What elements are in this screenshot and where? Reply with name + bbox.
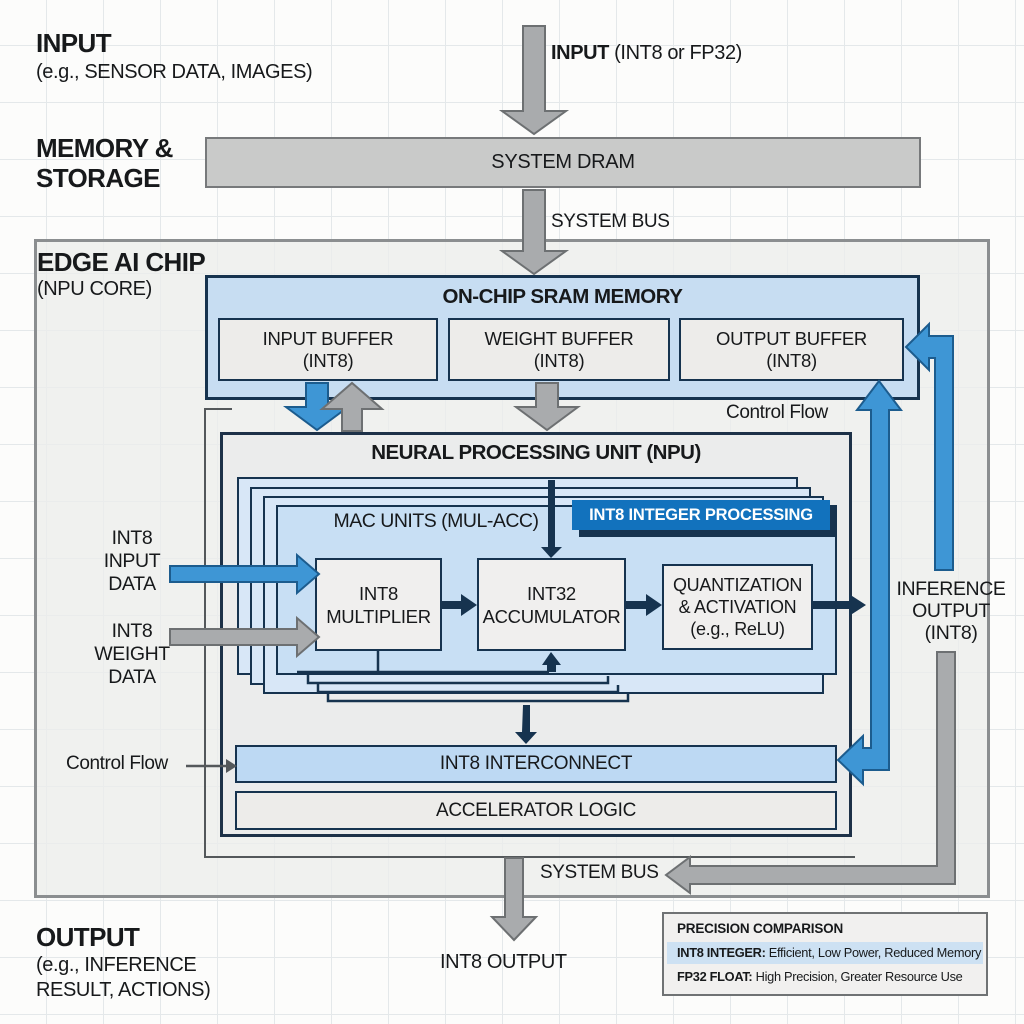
int32-accumulator-block: INT32 ACCUMULATOR — [477, 558, 626, 651]
int8-input-data-arrow — [169, 552, 321, 596]
chip-section-title: EDGE AI CHIP — [37, 247, 206, 277]
control-flow-right-label: Control Flow — [726, 402, 828, 423]
weight-buffer-to-npu-arrow — [512, 382, 582, 432]
multiplier-line1: INT8 — [359, 582, 398, 604]
mac-units-label: MAC UNITS (MUL-ACC) — [333, 510, 540, 532]
int8-output-label: INT8 OUTPUT — [440, 951, 567, 973]
weight-data-line2: WEIGHT — [94, 643, 170, 665]
interconnect-label: INT8 INTERCONNECT — [439, 753, 633, 774]
system-dram-block: SYSTEM DRAM — [205, 137, 921, 188]
inference-to-system-bus-rail — [664, 651, 956, 895]
control-flow-pointer-head — [226, 759, 237, 773]
precision-comparison-box: PRECISION COMPARISON INT8 INTEGER: Effic… — [662, 912, 988, 996]
input-buffer-to-npu-arrow — [282, 382, 352, 432]
int8-multiplier-block: INT8 MULTIPLIER — [315, 558, 442, 651]
int8-weight-data-arrow — [169, 615, 321, 659]
top-input-arrow-label: INPUT (INT8 or FP32) — [551, 42, 742, 65]
npu-title: NEURAL PROCESSING UNIT (NPU) — [371, 441, 701, 464]
output-subtitle-line2: RESULT, ACTIONS) — [36, 979, 211, 1001]
mac-stack-line-1 — [306, 675, 610, 685]
precision-row-int8-term: INT8 INTEGER: — [677, 945, 766, 960]
multiplier-to-accumulator-arrow — [442, 594, 477, 616]
system-bus-top-label: SYSTEM BUS — [551, 211, 670, 232]
precision-row-fp32-term: FP32 FLOAT: — [677, 969, 753, 984]
int8-interconnect-block: INT8 INTERCONNECT — [235, 745, 837, 783]
output-buffer-line1: OUTPUT BUFFER — [716, 327, 867, 349]
chip-section-subtitle: (NPU CORE) — [37, 278, 152, 300]
input-buffer-block: INPUT BUFFER (INT8) — [218, 318, 438, 381]
input-data-line3: DATA — [108, 573, 156, 595]
mac-stack-line-3 — [326, 693, 630, 703]
inference-line2: OUTPUT — [912, 600, 990, 622]
mac-stack-line-2 — [316, 684, 620, 694]
quantization-line3: (e.g., ReLU) — [690, 619, 785, 639]
output-subtitle-line1: (e.g., INFERENCE — [36, 954, 197, 976]
input-data-line1: INT8 — [111, 527, 153, 549]
int8-input-data-label: INT8 INPUT DATA — [100, 527, 164, 596]
memory-section-title: MEMORY & STORAGE — [36, 133, 173, 193]
chip-output-down-arrow — [489, 857, 539, 942]
accelerator-label: ACCELERATOR LOGIC — [435, 799, 637, 821]
feedback-to-accumulator-arrow — [542, 652, 561, 672]
inference-line3: (INT8) — [924, 622, 978, 644]
int8-processing-badge: INT8 INTEGER PROCESSING — [572, 500, 830, 530]
memory-title-line1: MEMORY & — [36, 133, 173, 163]
inference-line1: INFERENCE — [896, 578, 1006, 600]
npu-to-interconnect-arrow — [515, 705, 537, 744]
weight-data-line1: INT8 — [111, 620, 153, 642]
input-buffer-line2: (INT8) — [302, 349, 354, 371]
control-flow-left-label: Control Flow — [66, 753, 168, 774]
accumulator-to-quantization-arrow — [626, 594, 662, 616]
input-section-title: INPUT — [36, 28, 112, 58]
input-buffer-line1: INPUT BUFFER — [262, 327, 394, 349]
weight-buffer-line2: (INT8) — [533, 349, 585, 371]
system-dram-label: SYSTEM DRAM — [491, 151, 635, 173]
multiplier-line2: MULTIPLIER — [326, 605, 431, 627]
precision-row-fp32: FP32 FLOAT: High Precision, Greater Reso… — [667, 966, 983, 988]
output-section-title: OUTPUT — [36, 922, 140, 952]
inference-output-label: INFERENCE OUTPUT (INT8) — [896, 578, 1006, 644]
output-buffer-line2: (INT8) — [766, 349, 817, 371]
quantization-line2: & ACTIVATION — [678, 597, 797, 617]
precision-row-int8: INT8 INTEGER: Efficient, Low Power, Redu… — [667, 942, 983, 964]
top-input-arrow-label-bold: INPUT — [551, 42, 610, 64]
input-section-subtitle: (e.g., SENSOR DATA, IMAGES) — [36, 61, 313, 83]
accumulator-line2: ACCUMULATOR — [482, 605, 621, 627]
quantization-block: QUANTIZATION & ACTIVATION (e.g., ReLU) — [662, 564, 813, 650]
mac-feedback-line — [297, 651, 549, 674]
output-buffer-block: OUTPUT BUFFER (INT8) — [679, 318, 904, 381]
precision-row-fp32-desc: High Precision, Greater Resource Use — [752, 969, 963, 984]
int8-weight-data-label: INT8 WEIGHT DATA — [92, 620, 172, 689]
weight-buffer-line1: WEIGHT BUFFER — [484, 327, 634, 349]
precision-row-int8-desc: Efficient, Low Power, Reduced Memory — [765, 945, 982, 960]
output-buffer-to-inference-rail — [904, 321, 954, 571]
precision-comparison-title: PRECISION COMPARISON — [677, 921, 844, 936]
memory-title-line2: STORAGE — [36, 163, 161, 193]
output-section-subtitle: (e.g., INFERENCE RESULT, ACTIONS) — [36, 953, 211, 1003]
mac-to-accumulator-down-arrow — [541, 480, 562, 558]
accumulator-line1: INT32 — [527, 582, 576, 604]
weight-data-line3: DATA — [108, 666, 156, 688]
interconnect-output-buffer-rail — [836, 379, 904, 787]
quantization-line1: QUANTIZATION — [672, 575, 803, 595]
top-input-arrow-label-rest: (INT8 or FP32) — [609, 42, 742, 64]
npu-to-input-buffer-arrow — [319, 381, 385, 432]
system-bus-bottom-label: SYSTEM BUS — [540, 862, 659, 883]
input-down-arrow — [498, 25, 570, 136]
system-bus-down-arrow — [498, 189, 570, 276]
quantization-to-rail-arrow — [813, 594, 866, 616]
accelerator-logic-block: ACCELERATOR LOGIC — [235, 791, 837, 830]
sram-title: ON-CHIP SRAM MEMORY — [442, 285, 683, 308]
weight-buffer-block: WEIGHT BUFFER (INT8) — [448, 318, 670, 381]
input-data-line2: INPUT — [103, 550, 161, 572]
